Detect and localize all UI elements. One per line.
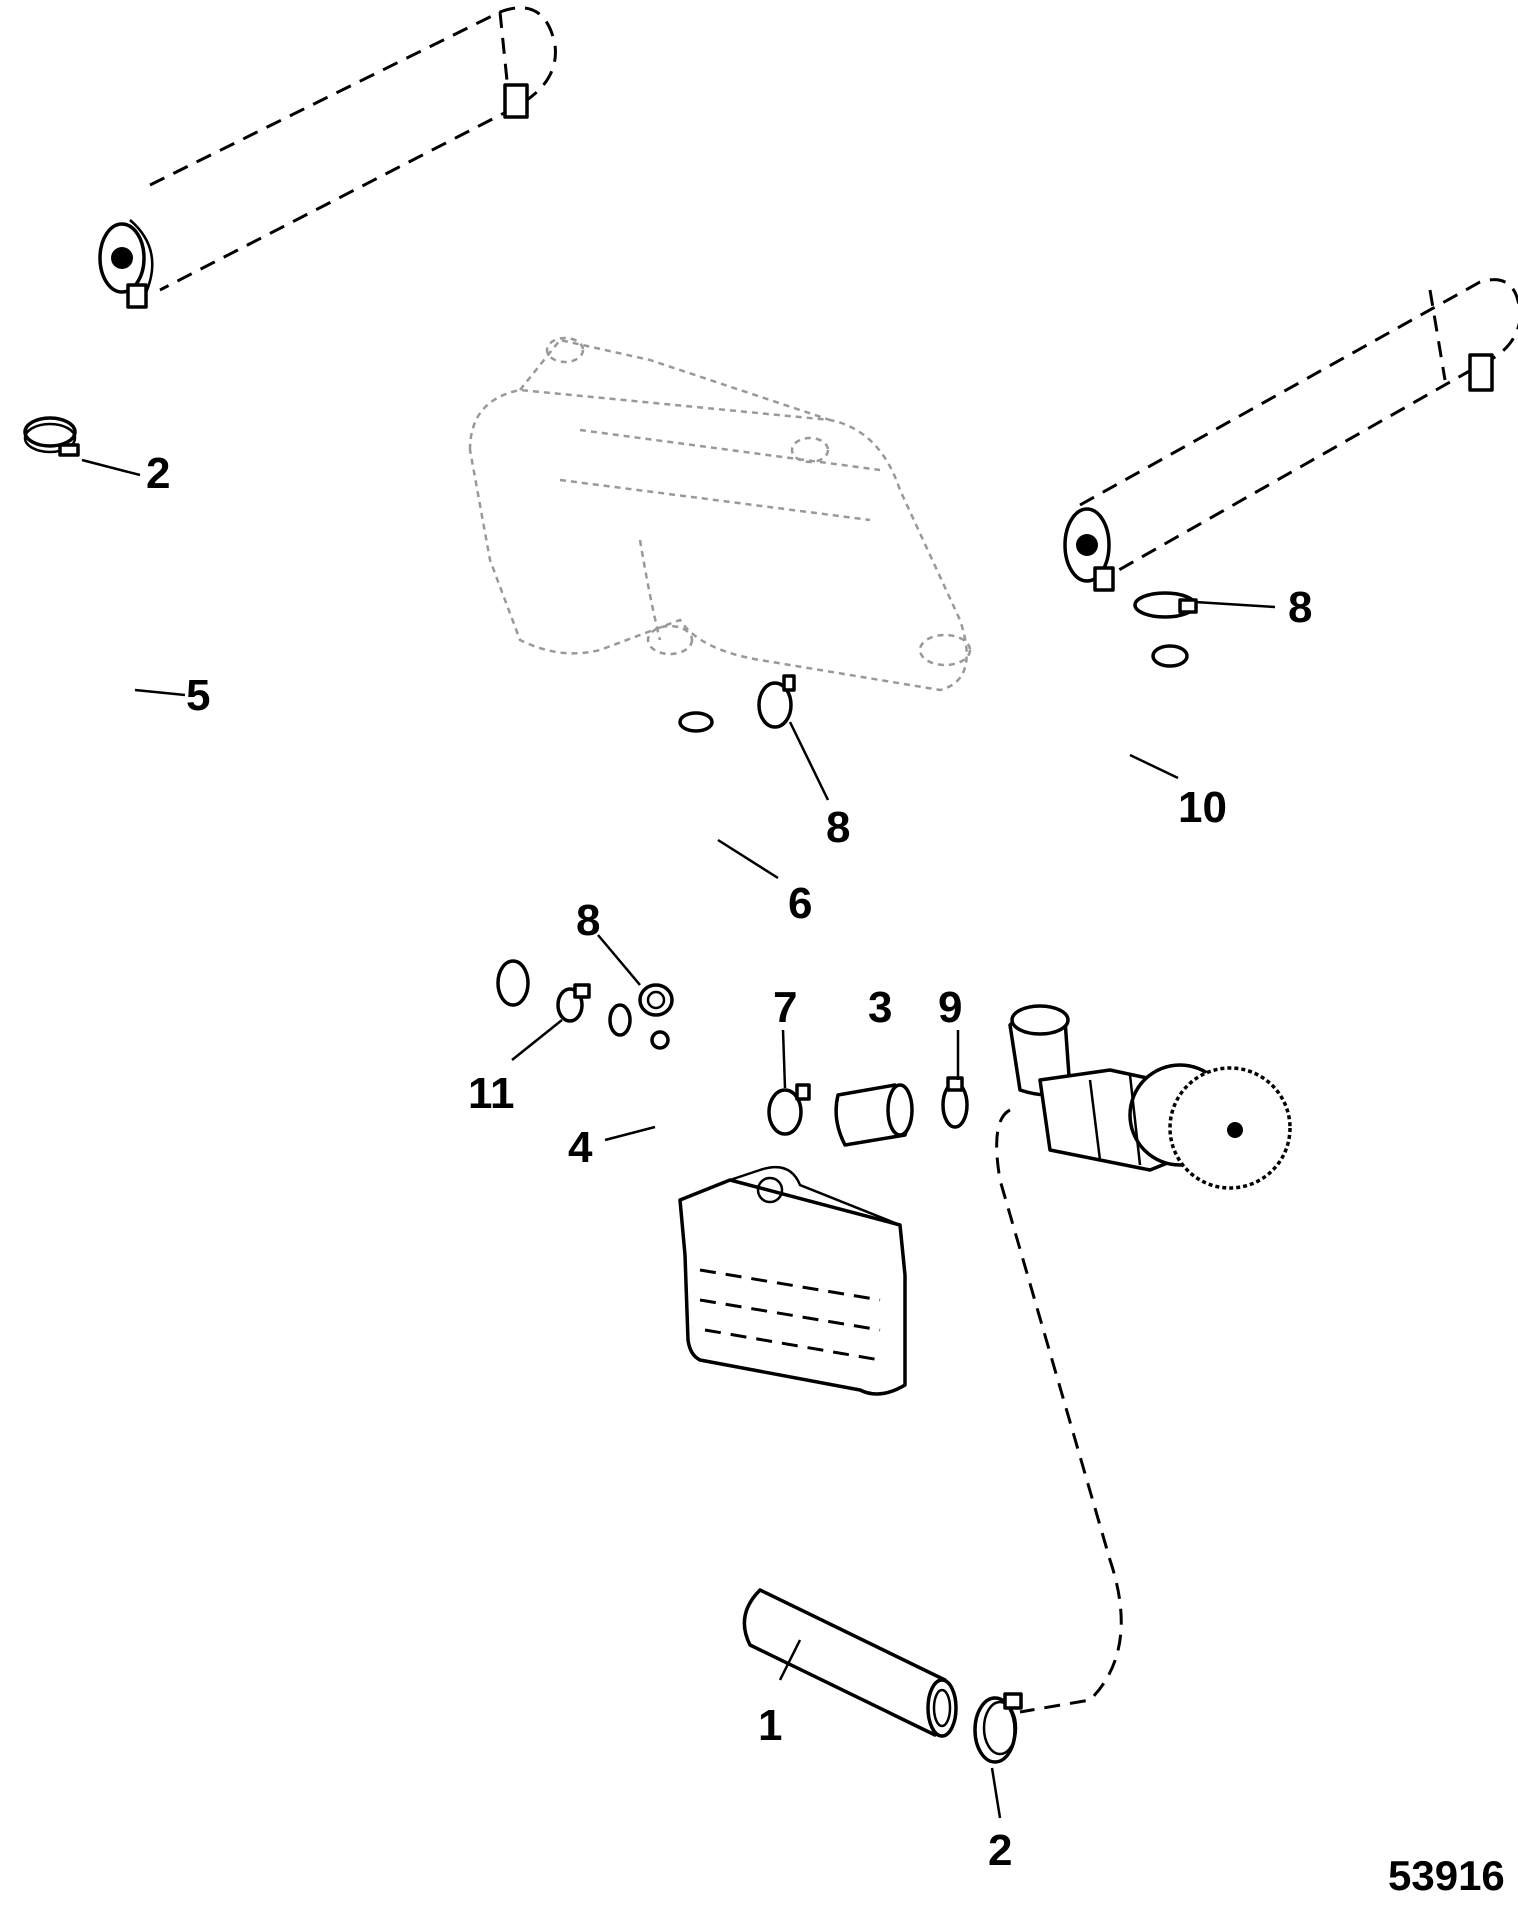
callout-6: 6 [788, 879, 812, 928]
clamp-8-mid [757, 674, 796, 729]
clamp-11 [556, 983, 591, 1023]
callout-8-mid: 8 [826, 803, 850, 852]
upper-left-cooler [98, 6, 557, 309]
hose-3 [834, 1083, 914, 1147]
fitting-4 [608, 1003, 731, 1186]
hose-5 [16, 500, 530, 1007]
callout-8-right: 8 [1288, 583, 1312, 632]
clamp-8-right [1133, 591, 1198, 619]
callout-4: 4 [568, 1123, 593, 1172]
seawater-pump [1008, 1004, 1292, 1190]
callout-10: 10 [1178, 783, 1227, 832]
callout-8-left: 8 [576, 896, 600, 945]
clamp-8-left [638, 983, 674, 1017]
raw-water-hose-path [995, 1108, 1123, 1714]
clamp-7 [767, 1083, 811, 1136]
engine-block [678, 1165, 907, 1396]
callout-11: 11 [468, 1069, 515, 1118]
callout-2-bottom: 2 [988, 1826, 1012, 1875]
callout-5: 5 [186, 671, 210, 720]
callout-2-top: 2 [146, 449, 170, 498]
clamp-2-bottom [973, 1692, 1023, 1764]
callouts: 2 5 8 8 10 6 8 7 3 9 11 4 1 2 [146, 449, 1312, 1875]
clamp-2-top [23, 416, 80, 457]
callout-7: 7 [773, 983, 797, 1032]
upper-right-cooler [1063, 278, 1518, 592]
leader-lines [81, 458, 1276, 1819]
clamp-9 [941, 1076, 969, 1129]
hose-1 [742, 1588, 958, 1738]
callout-3: 3 [868, 983, 892, 1032]
callout-1: 1 [758, 1701, 782, 1750]
figure-number: 53916 [1388, 1852, 1505, 1899]
hose-10 [820, 644, 1189, 802]
callout-9: 9 [938, 983, 962, 1032]
hose-6 [624, 706, 722, 984]
exhaust-manifold [468, 336, 972, 692]
